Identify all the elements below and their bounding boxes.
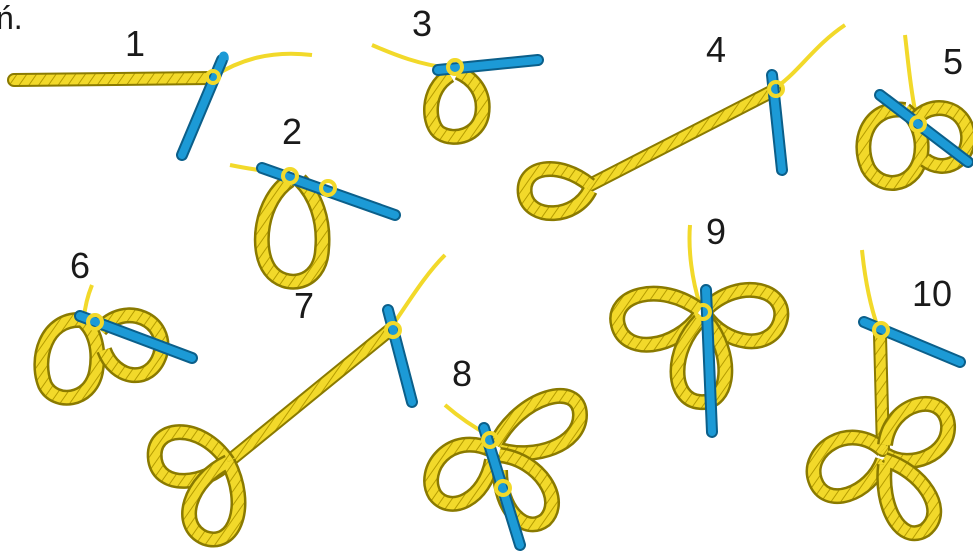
step-5-yarn-tail [905,35,915,110]
step-2-figure [230,165,395,282]
step-2-label: 2 [282,114,302,150]
step-1-hook-icon [182,54,226,155]
step-3-label: 3 [412,6,432,42]
step-9-yarn-tail [689,225,700,305]
step-3-figure [372,45,538,137]
step-4-figure [525,25,845,213]
step-7-yarn-tail [392,255,445,326]
step-4-label: 4 [706,32,726,68]
step-8-label: 8 [452,356,472,392]
step-6-label: 6 [70,248,90,284]
step-4-yarn-tail [778,25,845,86]
step-10-label: 10 [912,276,952,312]
step-9-label: 9 [706,214,726,250]
step-1-figure [14,54,312,155]
step-8-figure [431,396,580,545]
step-6-figure [41,285,192,398]
step-9-figure [617,225,781,432]
step-7-label: 7 [294,288,314,324]
step-1-label: 1 [125,26,145,62]
step-5-label: 5 [943,44,963,80]
